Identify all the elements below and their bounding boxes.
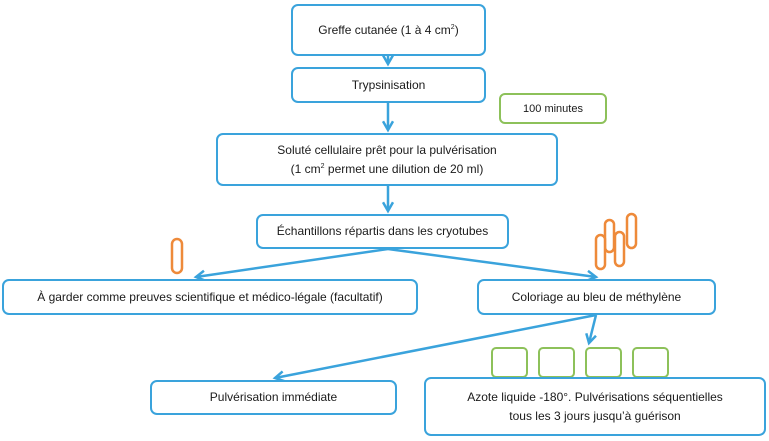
note-duration-label: 100 minutes — [523, 102, 583, 115]
step-stain-label: Coloriage au bleu de méthylène — [511, 289, 682, 304]
cryotube-group-icon — [594, 212, 638, 271]
step-graft: Greffe cutanée (1 à 4 cm2) — [291, 4, 486, 56]
cryotube-icon — [603, 218, 616, 254]
step-immediate-label: Pulvérisation immédiate — [209, 390, 338, 404]
note-duration: 100 minutes — [499, 93, 607, 124]
step-stain: Coloriage au bleu de méthylène — [477, 279, 716, 315]
cryotube-icon — [625, 212, 638, 250]
step-keep-label: À garder comme preuves scientifique et m… — [37, 289, 383, 304]
step-samples: Échantillons répartis dans les cryotubes — [256, 214, 509, 249]
storage-slot — [632, 347, 669, 378]
step-solution-line1: Soluté cellulaire prêt pour la pulvérisa… — [277, 142, 497, 157]
step-immediate: Pulvérisation immédiate — [150, 380, 397, 415]
step-nitrogen-line1: Azote liquide -180°. Pulvérisations séqu… — [467, 389, 723, 404]
cryotube-icon — [594, 233, 607, 271]
cryotube-icon — [170, 237, 184, 275]
step-solution: Soluté cellulaire prêt pour la pulvérisa… — [216, 133, 558, 186]
arrow-stain-to-nitrogen — [585, 314, 598, 346]
storage-slot — [491, 347, 528, 378]
storage-slot — [585, 347, 622, 378]
arrow-stain-to-immediate — [272, 313, 597, 383]
storage-slot — [538, 347, 575, 378]
step-keep: À garder comme preuves scientifique et m… — [2, 279, 418, 315]
cryotube-icon — [613, 230, 626, 268]
step-graft-label: Greffe cutanée (1 à 4 cm2) — [318, 22, 459, 37]
step-trypsin-label: Trypsinisation — [351, 77, 426, 92]
step-nitrogen: Azote liquide -180°. Pulvérisations séqu… — [424, 377, 766, 436]
arrow-samples-to-stain — [387, 247, 599, 282]
arrow-samples-to-keep — [193, 247, 389, 282]
step-samples-label: Échantillons répartis dans les cryotubes — [276, 224, 489, 238]
step-trypsin: Trypsinisation — [291, 67, 486, 103]
step-nitrogen-line2: tous les 3 jours jusqu’à guérison — [509, 408, 681, 423]
step-solution-line2: (1 cm2 permet une dilution de 20 ml) — [290, 161, 484, 176]
